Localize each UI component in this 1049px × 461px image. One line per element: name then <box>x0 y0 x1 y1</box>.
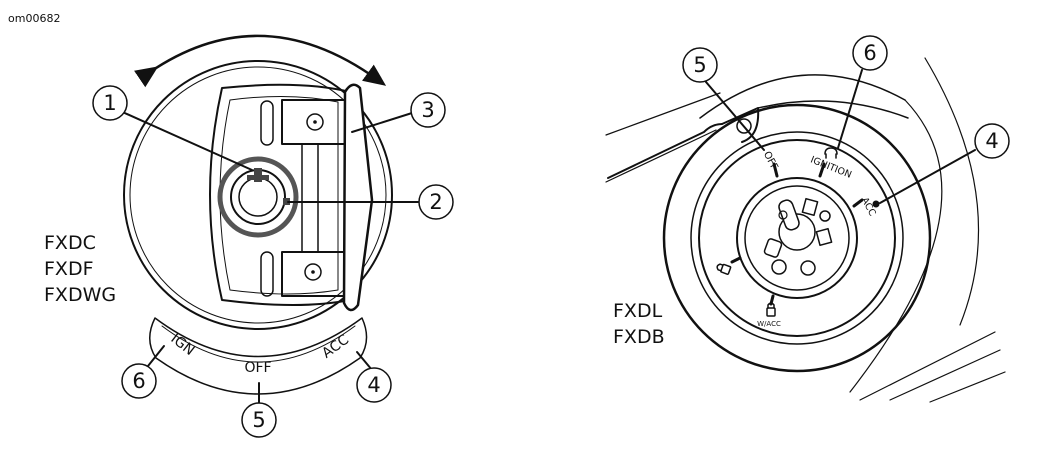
hinge-screw-bottom <box>304 263 322 281</box>
bezel-outer-arc <box>699 74 906 119</box>
position-plate <box>149 317 368 395</box>
left-switch: 1 2 3 6 5 4 IGN OFF ACC <box>92 34 454 438</box>
callout-6: 6 <box>863 41 876 65</box>
model-list-left: FXDC FXDF FXDWG <box>44 230 116 308</box>
cover-slot-top <box>260 100 274 146</box>
callout-5: 5 <box>693 53 706 77</box>
position-wacc: W/ACC <box>757 320 781 328</box>
right-switch: 5 6 4 OFF IGNITION ACC W/ACC <box>605 35 1010 403</box>
model-label: FXDL <box>613 300 663 322</box>
model-label: FXDF <box>44 258 94 280</box>
position-off: OFF <box>761 150 780 172</box>
callout-3: 3 <box>421 98 434 122</box>
callout-circle-2 <box>418 184 454 220</box>
cylinder-mark-side <box>283 198 290 205</box>
lock-icon <box>716 263 732 275</box>
callout-4: 4 <box>367 373 380 397</box>
key-slot <box>238 177 278 217</box>
key-insert <box>778 213 816 251</box>
callout-circle-5 <box>682 47 718 83</box>
lock-wacc-icon <box>766 302 776 317</box>
switch-housing-inner <box>129 66 387 324</box>
model-list-right: FXDL FXDB <box>613 298 665 350</box>
model-label: FXDC <box>44 232 96 254</box>
callout-5: 5 <box>252 408 265 432</box>
callout-circle-1 <box>92 85 128 121</box>
callout-circle-6 <box>121 363 157 399</box>
bezel-ring <box>662 103 932 373</box>
callout-circle-3 <box>410 92 446 128</box>
callout-2: 2 <box>429 190 442 214</box>
callout-circle-4 <box>974 123 1010 159</box>
callout-circle-6 <box>852 35 888 71</box>
position-acc: ACC <box>319 332 352 362</box>
cylinder-ring <box>736 177 858 299</box>
figure-reference: om00682 <box>8 12 61 25</box>
switch-housing <box>123 60 393 330</box>
callout-circle-5 <box>241 402 277 438</box>
switch-cover <box>209 83 351 306</box>
model-label: FXDWG <box>44 284 117 306</box>
callout-circle-4 <box>356 367 392 403</box>
rotation-arrow <box>134 34 387 88</box>
callout-1: 1 <box>103 91 116 115</box>
model-label: FXDB <box>613 326 665 348</box>
position-off: OFF <box>244 360 271 376</box>
cover-slot-bottom <box>260 251 274 297</box>
switch-flap <box>342 83 374 312</box>
key-cylinder-outer <box>217 156 299 238</box>
switch-cover-inner <box>219 95 339 295</box>
callout-4: 4 <box>985 129 998 153</box>
hinge-screw-top <box>306 113 324 131</box>
position-acc: ACC <box>859 196 878 219</box>
position-ignition: IGNITION <box>809 154 853 180</box>
position-ign: IGN <box>168 331 198 359</box>
callout-6: 6 <box>132 369 145 393</box>
dial-ring <box>698 139 896 337</box>
